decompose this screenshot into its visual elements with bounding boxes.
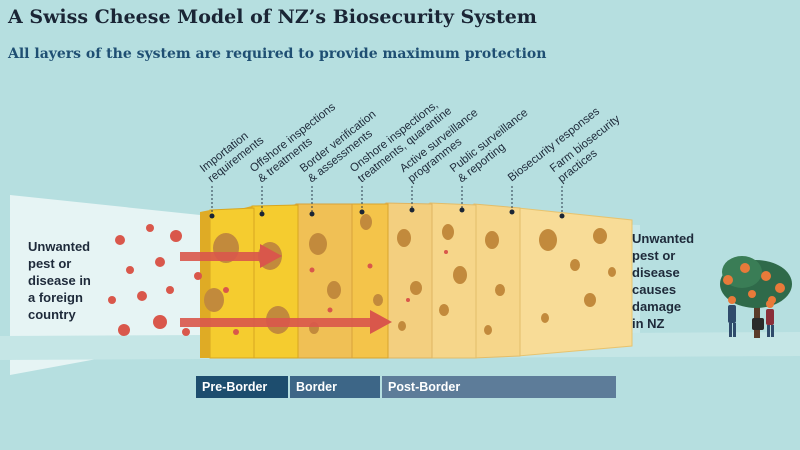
person-right	[752, 300, 774, 337]
diagram-title: A Swiss Cheese Model of NZ’s Biosecurity…	[8, 6, 537, 28]
outcome-description: Unwanted pest or disease causes damage i…	[632, 231, 695, 331]
cheese-slice-1	[200, 207, 255, 359]
light-beam	[10, 195, 200, 375]
phase-pre-border: Pre-Border	[196, 376, 288, 398]
damaged-tree-illustration	[720, 256, 792, 338]
phase-border: Border	[290, 376, 380, 398]
source-description: Unwanted pest or disease in a foreign co…	[28, 239, 91, 322]
arrow-head-lower	[370, 310, 392, 334]
leader-dots	[209, 207, 565, 219]
arrow-head-upper	[260, 244, 282, 268]
threat-arrows	[180, 244, 392, 334]
pest-cluster	[108, 224, 448, 336]
cheese-slice-8	[508, 207, 633, 357]
person-left	[728, 296, 736, 337]
diagram-subtitle: All layers of the system are required to…	[8, 46, 547, 62]
leader-lines	[211, 186, 563, 214]
phase-post-border: Post-Border	[382, 376, 616, 398]
